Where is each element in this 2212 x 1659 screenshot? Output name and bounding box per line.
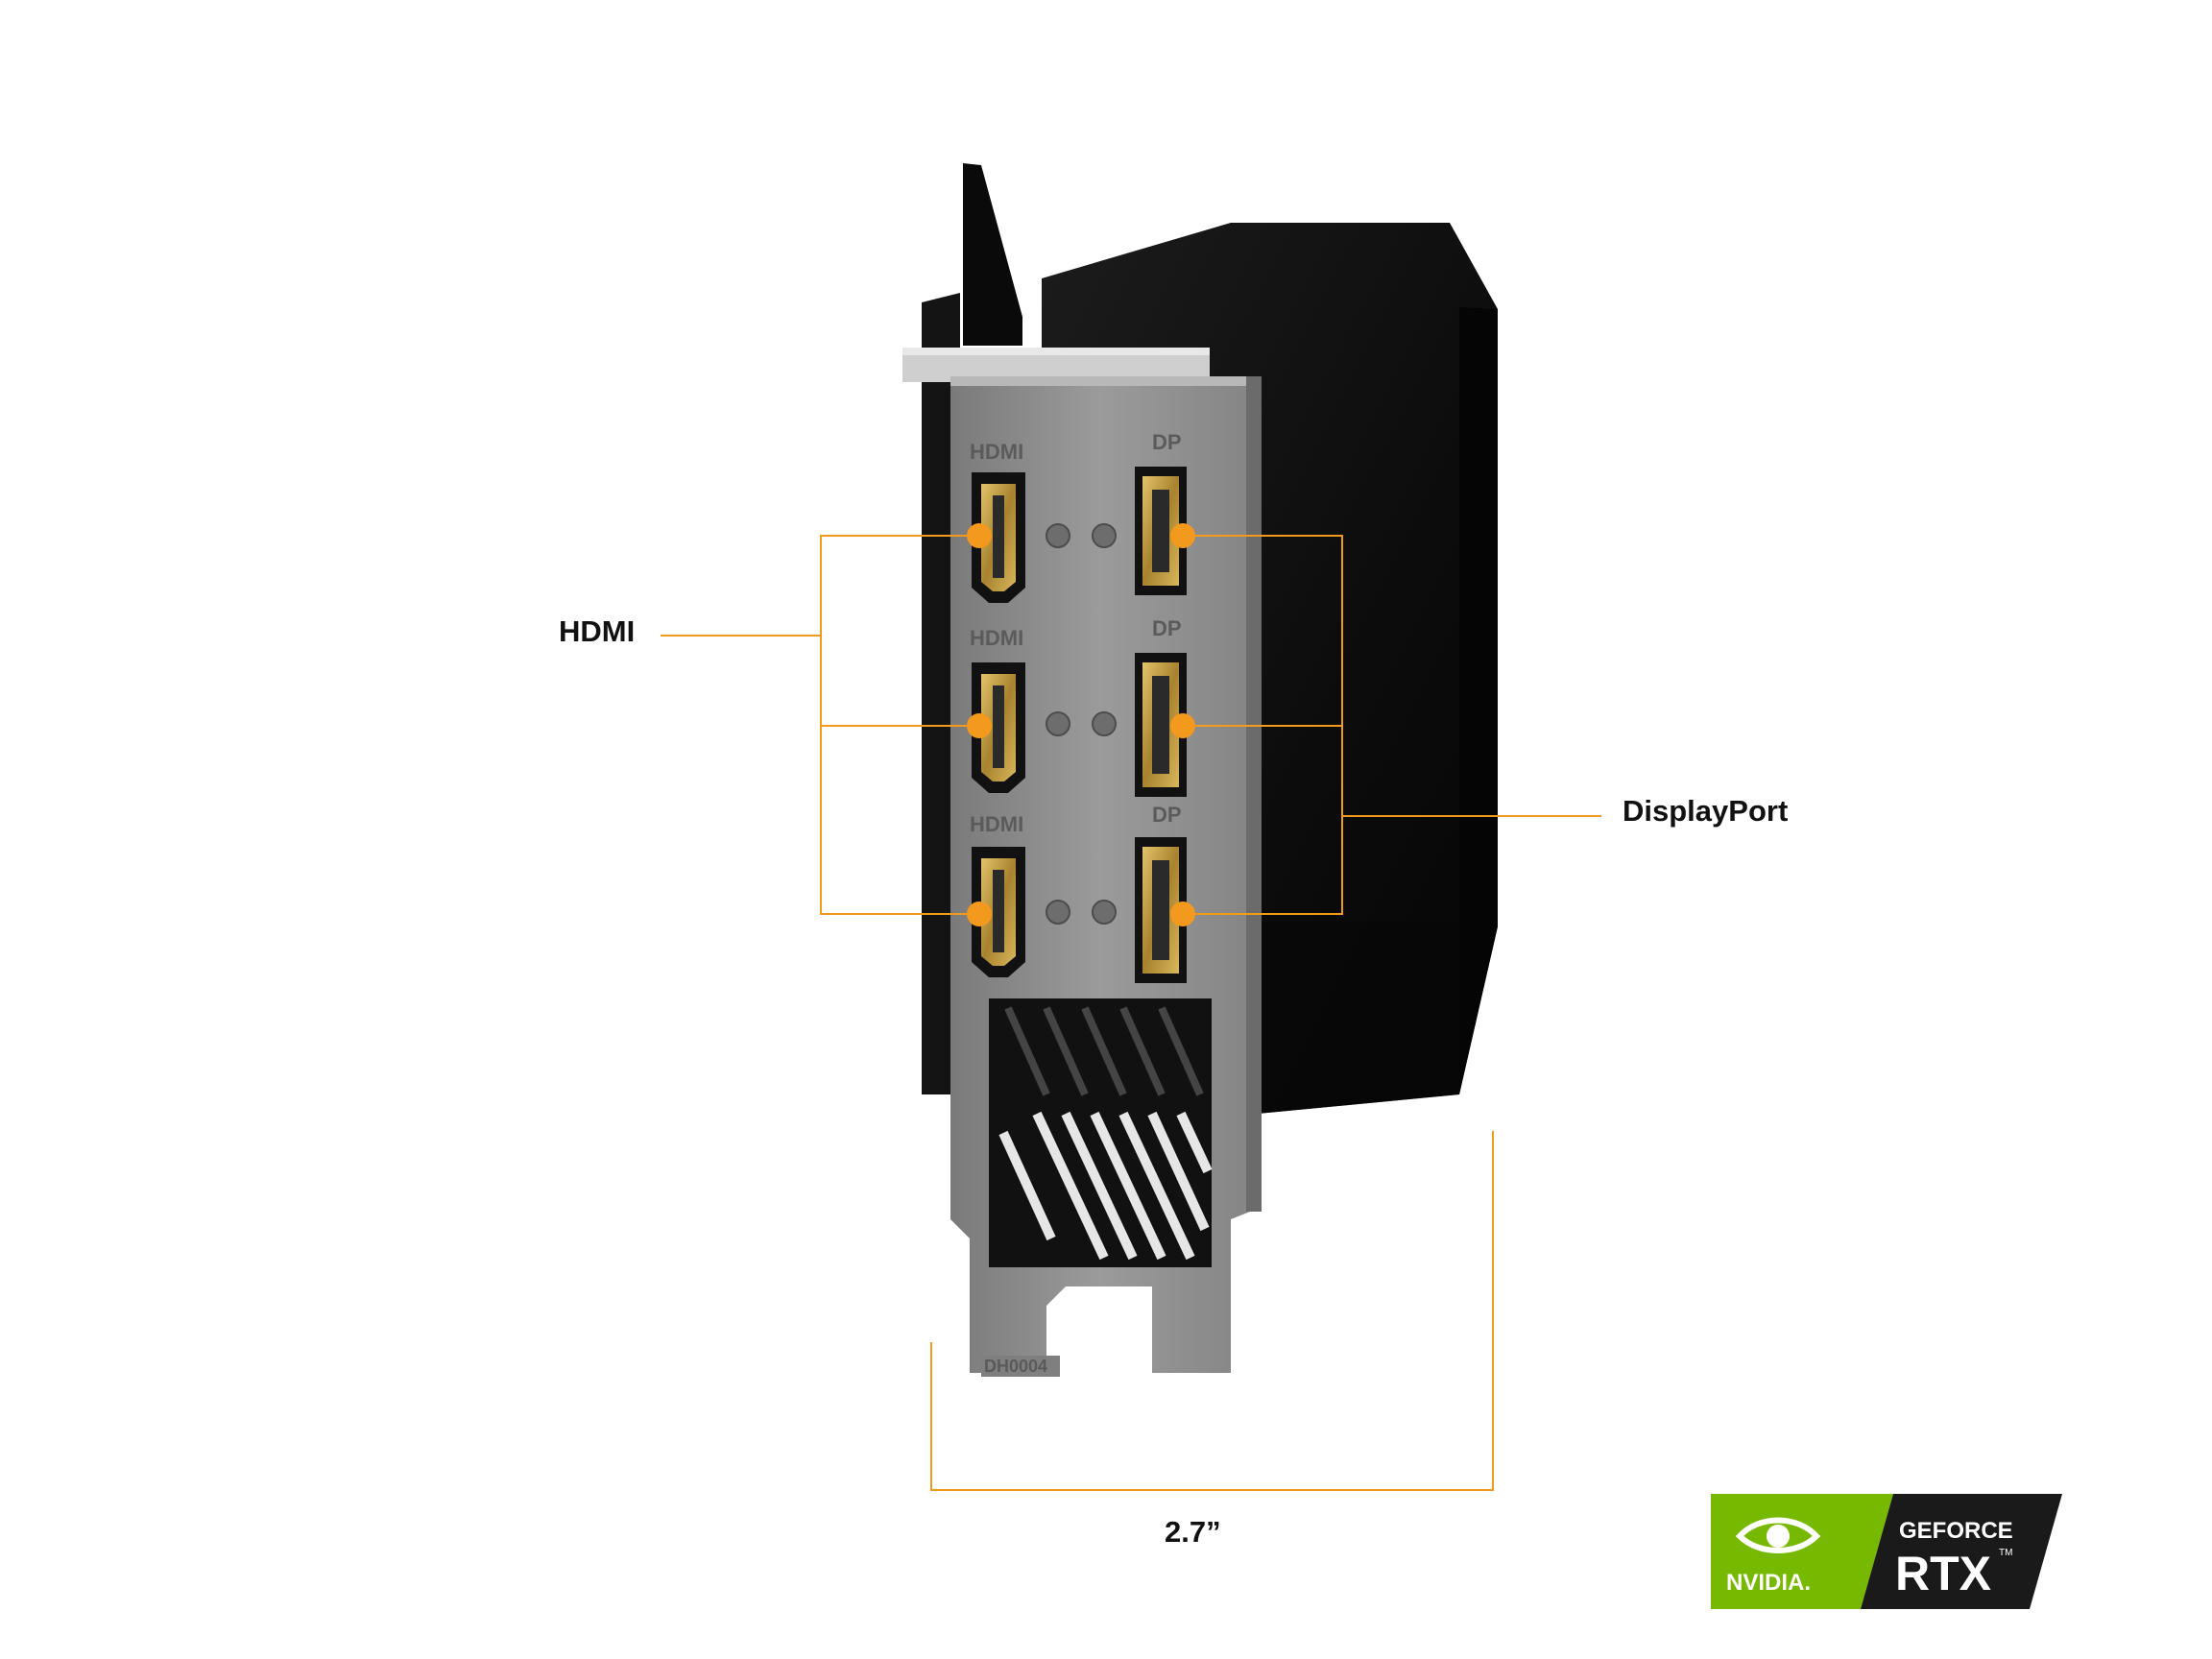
hdmi-marker-1 xyxy=(967,523,992,548)
hdmi-label-2: HDMI xyxy=(970,626,1023,650)
hdmi-port-1 xyxy=(972,472,1025,603)
dp-label-1: DP xyxy=(1152,430,1182,454)
hdmi-label-3: HDMI xyxy=(970,812,1023,836)
screws xyxy=(1046,523,1117,925)
displayport-ports xyxy=(1135,467,1187,983)
displayport-leader xyxy=(1183,535,1601,915)
part-number: DH0004 xyxy=(984,1357,1047,1376)
hdmi-leader xyxy=(661,535,979,915)
hdmi-label-1: HDMI xyxy=(970,440,1023,464)
dp-port-3 xyxy=(1135,837,1187,983)
vent-grille xyxy=(989,998,1213,1267)
hdmi-marker-3 xyxy=(967,902,992,926)
hdmi-port-3 xyxy=(972,847,1025,977)
rtx-wordmark: RTX xyxy=(1895,1547,1991,1600)
displayport-callout-label: DisplayPort xyxy=(1623,794,1789,828)
hdmi-port-2 xyxy=(972,662,1025,793)
width-dimension-bracket xyxy=(930,1131,1494,1491)
trademark-mark: TM xyxy=(1999,1548,2012,1558)
dp-marker-2 xyxy=(1170,713,1195,738)
dp-port-1 xyxy=(1135,467,1187,595)
hdmi-ports xyxy=(972,472,1025,977)
dp-label-2: DP xyxy=(1152,616,1182,640)
nvidia-eye-icon xyxy=(1735,1517,1821,1553)
dp-marker-1 xyxy=(1170,523,1195,548)
dp-label-3: DP xyxy=(1152,803,1182,827)
geforce-wordmark: GEFORCE xyxy=(1899,1518,2013,1544)
dp-marker-3 xyxy=(1170,902,1195,926)
nvidia-wordmark: NVIDIA. xyxy=(1726,1570,1811,1596)
hdmi-callout-label: HDMI xyxy=(559,614,636,648)
width-dimension-label: 2.7” xyxy=(1165,1515,1221,1549)
dp-port-2 xyxy=(1135,653,1187,797)
port-labels: HDMI HDMI HDMI DP DP DP xyxy=(970,430,1182,836)
geforce-rtx-badge: NVIDIA. GEFORCE RTX TM xyxy=(1711,1494,2062,1609)
port-markers xyxy=(967,523,1195,926)
hdmi-marker-2 xyxy=(967,713,992,738)
